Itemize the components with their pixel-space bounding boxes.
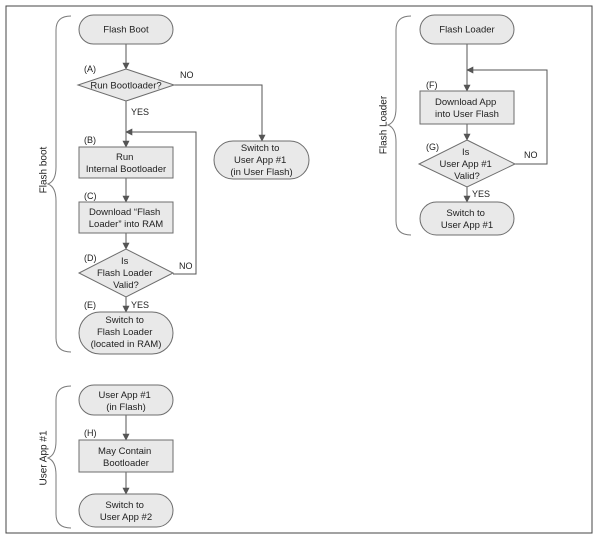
run-bootloader-decision: [76, 68, 176, 102]
may-contain-line-2: Bootloader: [103, 458, 149, 469]
edge-label-d-yes: YES: [131, 300, 149, 310]
edge-label-g-no: NO: [524, 150, 538, 160]
user-app-brace: [46, 385, 72, 529]
run-internal-label: Run Internal Bootloader: [86, 152, 166, 175]
switch-to-user-app-terminal: [213, 140, 310, 180]
flash-loader-line-1: Flash Loader: [439, 25, 494, 36]
run-internal-line-2: Internal Bootloader: [86, 164, 166, 175]
edge-g-no-loop: [466, 66, 548, 165]
user-app1-label: User App #1 (in Flash): [99, 390, 154, 413]
section-label-user-app: User App #1: [39, 430, 50, 485]
app-valid-line-1: Is: [462, 147, 470, 158]
switch-app2-line-2: User App #2: [100, 512, 152, 523]
switch-user-flash-line-3: (in User Flash): [230, 167, 292, 178]
tag-e: (E): [84, 300, 96, 310]
edge-label-g-yes: YES: [472, 189, 490, 199]
switch-user-flash-label: Switch to User App #1 (in User Flash): [230, 143, 292, 178]
switch-app1-line-1: Switch to: [446, 208, 485, 219]
run-bootloader-line-1: Run Bootloader?: [90, 81, 161, 92]
app-valid-line-3: Valid?: [454, 171, 480, 182]
may-contain-bootloader-box: [78, 439, 174, 473]
tag-a: (A): [84, 64, 96, 74]
download-app-line-1: Download App: [435, 97, 496, 108]
app-valid-line-2: User App #1: [440, 159, 492, 170]
switch-app2-line-1: Switch to: [105, 500, 144, 511]
switch-loader-line-1: Switch to: [105, 315, 144, 326]
switch-to-flash-loader-terminal: [78, 311, 174, 355]
loader-valid-line-2: Flash Loader: [97, 268, 152, 279]
switch-loader-line-3: (located in RAM): [91, 339, 162, 350]
download-app-box: [419, 90, 515, 125]
switch-to-user-app1-terminal: [419, 201, 515, 236]
tag-d: (D): [84, 253, 97, 263]
download-app-line-2: into User Flash: [435, 109, 499, 120]
flash-boot-line-1: Flash Boot: [103, 25, 149, 36]
download-loader-line-2: Loader” into RAM: [89, 219, 164, 230]
section-label-flash-boot: Flash boot: [39, 146, 50, 193]
may-contain-line-1: May Contain: [98, 446, 151, 457]
may-contain-label: May Contain Bootloader: [98, 446, 154, 469]
tag-g: (G): [426, 142, 439, 152]
diagram-frame: [5, 5, 593, 534]
tag-f: (F): [426, 80, 438, 90]
edges: [122, 44, 548, 495]
tag-b: (B): [84, 135, 96, 145]
user-app1-line-1: User App #1: [99, 390, 151, 401]
flash-loader-valid-decision: [77, 248, 175, 298]
user-app1-terminal: [78, 384, 174, 416]
loader-valid-line-3: Valid?: [113, 280, 139, 291]
flash-loader-label: Flash Loader: [439, 25, 494, 36]
switch-user-flash-line-1: Switch to: [241, 143, 280, 154]
download-app-label: Download App into User Flash: [435, 97, 499, 120]
flash-boot-terminal: [78, 14, 174, 45]
flash-loader-brace: [386, 15, 412, 236]
user-app-valid-decision: [417, 139, 517, 188]
user-app1-line-2: (in Flash): [106, 402, 146, 413]
tag-c: (C): [84, 191, 97, 201]
run-bootloader-label: Run Bootloader?: [90, 81, 161, 92]
edge-a-no: [174, 84, 266, 142]
run-internal-line-1: Run: [116, 152, 133, 163]
edge-d-no-loop: [125, 128, 197, 275]
switch-app1-label: Switch to User App #1: [441, 208, 493, 231]
download-loader-label: Download “Flash Loader” into RAM: [89, 207, 164, 230]
app-valid-label: Is User App #1 Valid?: [440, 147, 495, 182]
run-internal-bootloader-box: [78, 146, 174, 179]
flash-boot-brace: [46, 15, 72, 353]
flash-loader-terminal: [419, 14, 515, 45]
section-label-flash-loader: Flash Loader: [379, 95, 390, 154]
loader-valid-line-1: Is: [121, 256, 129, 267]
download-loader-line-1: Download “Flash: [89, 207, 160, 218]
download-flash-loader-box: [78, 201, 174, 234]
tag-h: (H): [84, 428, 97, 438]
switch-loader-label: Switch to Flash Loader (located in RAM): [91, 315, 162, 350]
switch-user-flash-line-2: User App #1: [234, 155, 286, 166]
switch-app1-line-2: User App #1: [441, 220, 493, 231]
edge-label-a-no: NO: [180, 70, 194, 80]
flash-boot-label: Flash Boot: [103, 25, 149, 36]
switch-loader-line-2: Flash Loader: [97, 327, 152, 338]
loader-valid-label: Is Flash Loader Valid?: [97, 256, 155, 291]
switch-app2-label: Switch to User App #2: [100, 500, 152, 523]
edge-label-d-no: NO: [179, 261, 193, 271]
switch-to-user-app2-terminal: [78, 493, 174, 528]
edge-label-a-yes: YES: [131, 107, 149, 117]
